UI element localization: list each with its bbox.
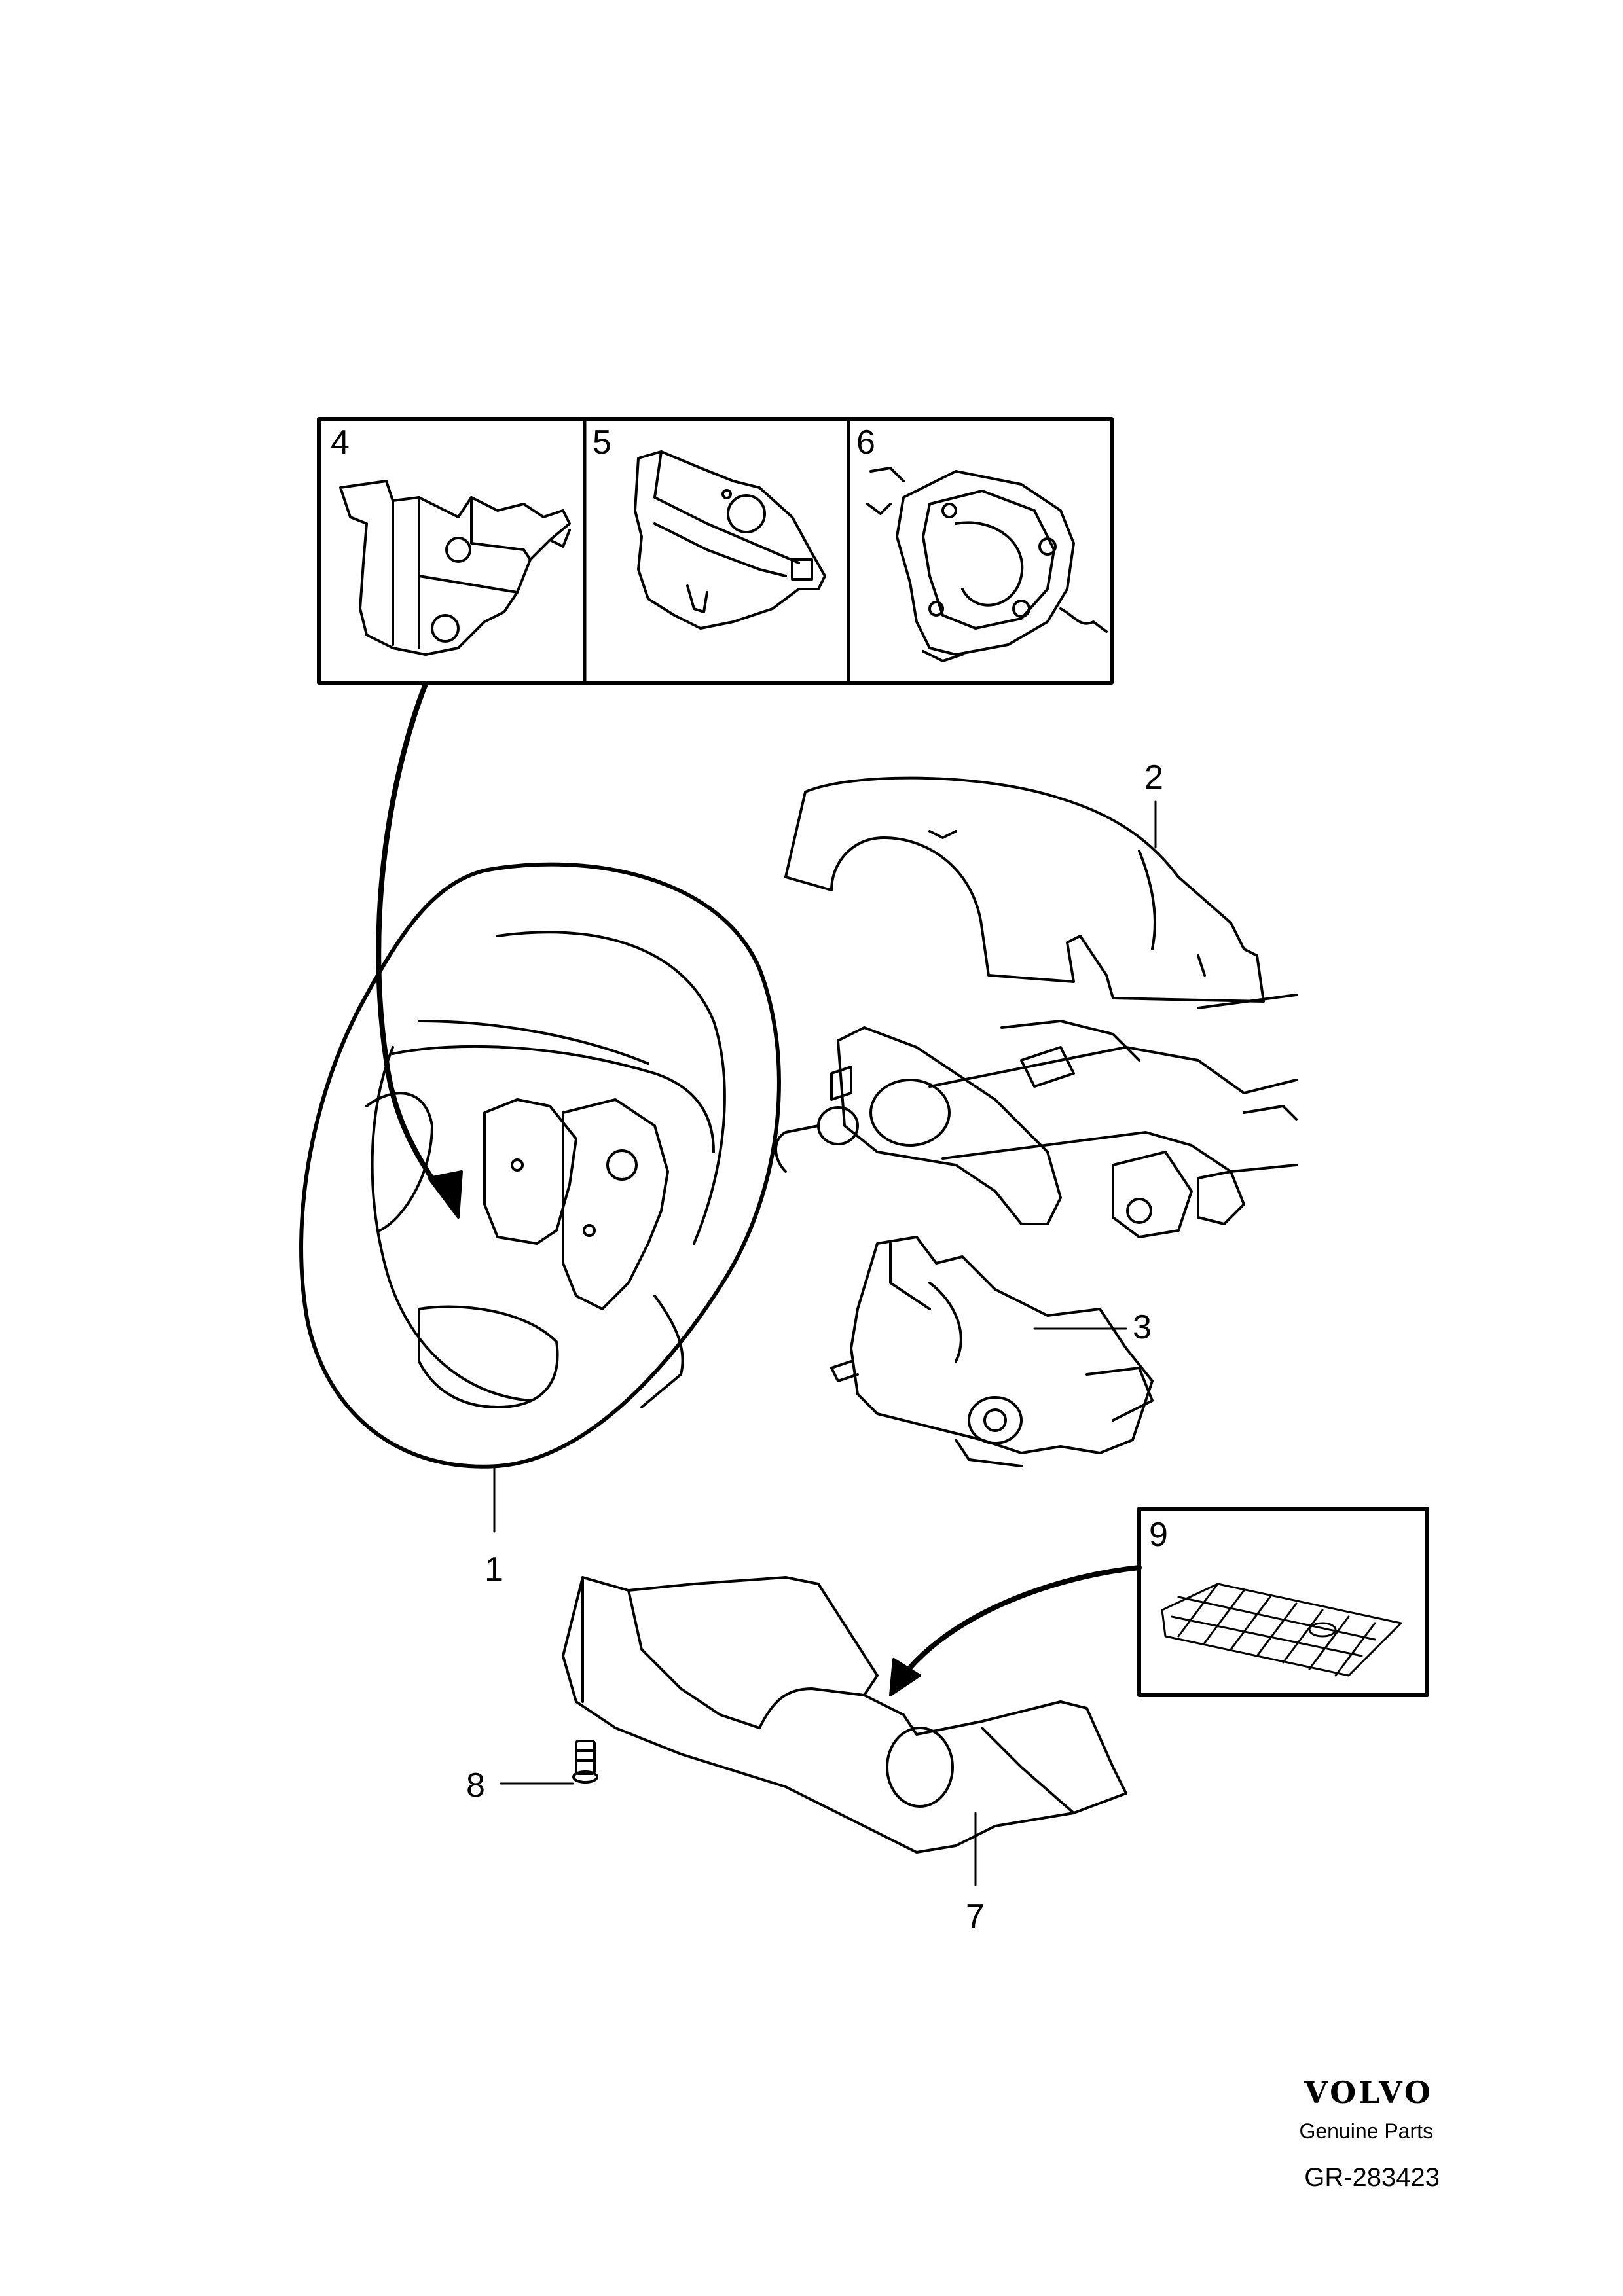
callout-2: 2: [1144, 759, 1163, 797]
part-2-upper-cover: [784, 776, 1265, 1003]
brand-block: VOLVO Genuine Parts: [1299, 2075, 1433, 2144]
callout-8: 8: [466, 1767, 485, 1804]
callout-7: 7: [966, 1897, 985, 1935]
part-4-bracket: [339, 480, 571, 656]
part-1-steering-wheel: [299, 862, 781, 1469]
callout-6: 6: [856, 423, 875, 461]
callout-3: 3: [1133, 1308, 1152, 1346]
callout-5: 5: [593, 423, 611, 461]
part-3-ignition-switch: [830, 1236, 1154, 1467]
arrow-inset-to-wheel: [376, 681, 463, 1219]
part-5-plate: [634, 450, 826, 630]
inset-panel-top: [317, 417, 1114, 685]
callout-4: 4: [331, 423, 350, 461]
part-9-clip-grid: [1161, 1583, 1402, 1677]
drawing-code: GR-283423: [1304, 2163, 1440, 2192]
part-8-screw: [572, 1740, 598, 1784]
steering-column: [775, 994, 1298, 1238]
arrow-inset9-to-cover: [889, 1565, 1142, 1696]
brand-tagline: Genuine Parts: [1299, 2119, 1433, 2143]
callout-9: 9: [1149, 1516, 1168, 1554]
volvo-logo: VOLVO: [1304, 2075, 1433, 2110]
callout-labels: 4 5 6 2 3 1 9 8 7: [331, 423, 1168, 1935]
inset-panel-9: [1137, 1507, 1429, 1697]
part-7-lower-cover: [562, 1576, 1127, 1854]
callout-1: 1: [484, 1551, 503, 1588]
part-6-module: [866, 467, 1108, 662]
leader-lines: [493, 800, 1157, 1886]
